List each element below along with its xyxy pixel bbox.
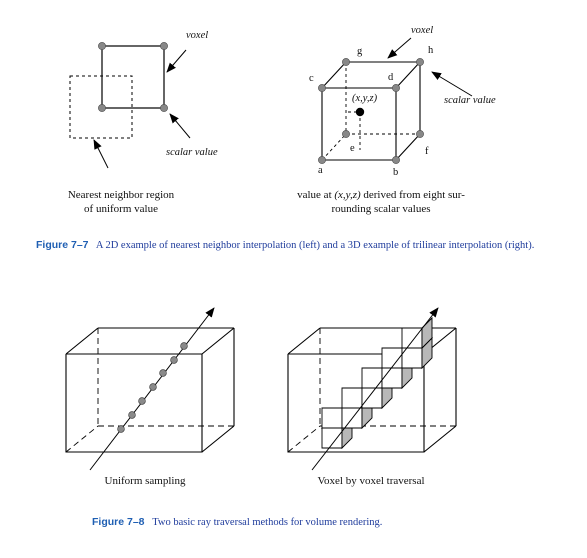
corner-label-g: g [357, 46, 363, 57]
figure-7-7-text: A 2D example of nearest neighbor interpo… [95, 240, 535, 251]
figure-7-7-caption: Figure 7–7 A 2D example of nearest neigh… [36, 239, 536, 252]
corner-label-a: a [318, 165, 323, 176]
nearest-neighbor-region [69, 75, 133, 139]
trilinear-caption-pre: value at [297, 189, 335, 201]
figure-7-8-text: Two basic ray traversal methods for volu… [152, 517, 383, 528]
interpolation-point [355, 107, 365, 117]
nearest-neighbor-diagram [69, 45, 191, 169]
voxel-face [361, 387, 383, 409]
figure-7-8-label: Figure 7–8 [92, 516, 145, 528]
uniform-sampling-label: Uniform sampling [104, 475, 186, 487]
region-caption: Nearest neighbor region of uniform value [56, 188, 186, 216]
corner-label-f: f [425, 146, 429, 157]
region-caption-line-2: of uniform value [84, 203, 158, 215]
voxel-face [401, 327, 423, 349]
traversal-ray [311, 307, 439, 471]
voxel-square [101, 45, 165, 109]
scalar-value-label-3d: scalar value [444, 95, 496, 106]
point-label: (x,y,z) [352, 93, 378, 104]
scalar-value-points-2d [98, 42, 168, 112]
figure-7-7-label: Figure 7–7 [36, 239, 89, 251]
scalar-arrow [169, 113, 191, 139]
trilinear-caption-line-1: value at (x,y,z) derived from eight sur- [276, 188, 486, 202]
voxel-arrow-3d [387, 37, 412, 59]
trilinear-caption-line-2: rounding scalar values [331, 203, 431, 215]
voxel-face [321, 407, 343, 429]
voxel-label: voxel [186, 30, 209, 41]
trilinear-caption: value at (x,y,z) derived from eight sur-… [276, 188, 486, 216]
trilinear-caption-point: (x,y,z) [334, 189, 361, 201]
region-caption-line-1: Nearest neighbor region [67, 189, 175, 201]
traversed-voxels [320, 316, 434, 450]
region-arrow [93, 139, 109, 169]
corner-label-h: h [428, 45, 434, 56]
scalar-value-points-3d [318, 58, 424, 164]
corner-label-e: e [350, 143, 355, 154]
voxel-face [341, 387, 363, 409]
voxel-label-3d: voxel [411, 25, 434, 36]
corner-label-c: c [309, 73, 314, 84]
corner-label-d: d [388, 72, 394, 83]
corner-label-b: b [393, 167, 399, 178]
voxel-traversal-label: Voxel by voxel traversal [317, 475, 425, 487]
voxel-arrow [166, 49, 187, 73]
trilinear-cube [321, 37, 473, 161]
voxel-face [381, 367, 403, 389]
scalar-arrow-3d [431, 71, 473, 97]
sample-points [117, 342, 188, 433]
voxel-face [361, 367, 383, 389]
scalar-value-label: scalar value [166, 147, 218, 158]
trilinear-caption-post: derived from eight sur- [360, 189, 465, 201]
figure-7-8-caption: Figure 7–8 Two basic ray traversal metho… [92, 516, 532, 529]
